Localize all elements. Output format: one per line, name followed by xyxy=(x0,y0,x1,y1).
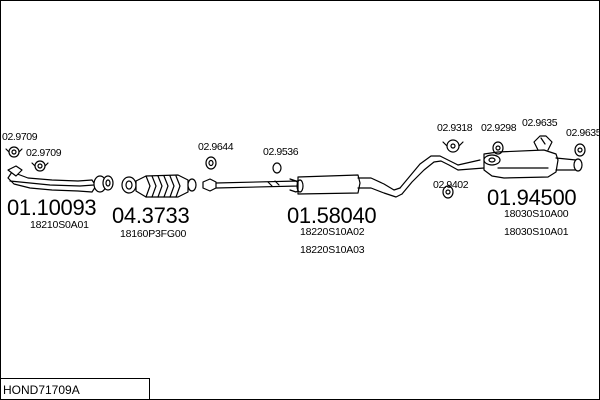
oem-number: 18030S10A00 xyxy=(504,208,569,220)
clamp-label-2: 02.9709 xyxy=(26,147,62,159)
oem-number: 18220S10A02 xyxy=(300,226,365,238)
oem-number: 18220S10A03 xyxy=(300,244,365,256)
part-number-front-pipe: 01.10093 xyxy=(7,195,97,220)
model-code: HOND71709A xyxy=(3,383,80,397)
centre-silencer-drawing xyxy=(202,155,459,198)
clamp-label-1: 02.9709 xyxy=(2,131,38,143)
front-pipe-drawing xyxy=(7,165,114,193)
part-number-catalytic-converter: 04.3733 xyxy=(112,203,190,228)
clamp-label-5: 02.9318 xyxy=(437,122,473,134)
oem-number: 18030S10A01 xyxy=(504,226,569,238)
oem-number: 18160P3FG00 xyxy=(120,228,187,240)
clamp-label-7: 02.9635 xyxy=(522,117,558,129)
model-code-box: HOND71709A xyxy=(0,378,150,399)
part-number-rear-silencer: 01.94500 xyxy=(487,185,577,210)
clamps-and-hangers-drawing xyxy=(5,135,586,199)
part-number-centre-silencer: 01.58040 xyxy=(287,203,377,228)
oem-number: 18210S0A01 xyxy=(30,219,89,231)
clamp-label-6: 02.9298 xyxy=(481,122,517,134)
rear-silencer-drawing xyxy=(457,149,583,179)
clamp-label-4: 02.9536 xyxy=(263,146,299,158)
clamp-label-3: 02.9644 xyxy=(198,141,234,153)
catalytic-converter-drawing xyxy=(121,174,197,198)
clamp-label-9: 02.9402 xyxy=(433,179,469,191)
clamp-label-8: 02.9635 xyxy=(566,127,600,139)
